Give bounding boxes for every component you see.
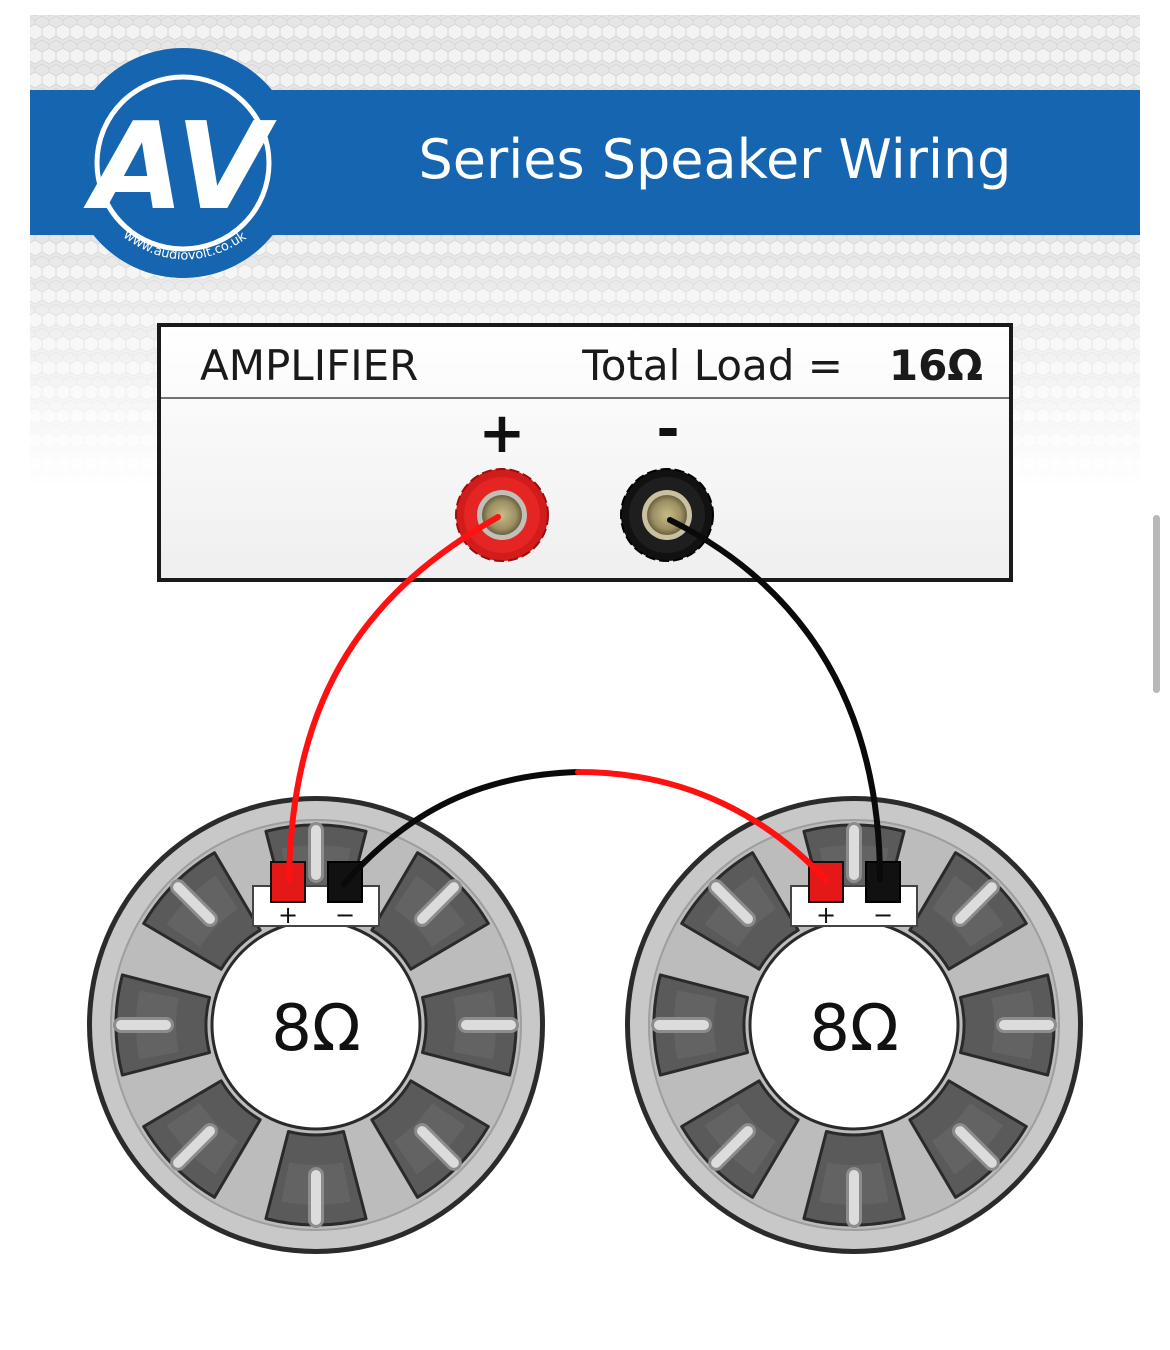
amp-positive-terminal <box>455 468 549 562</box>
speaker-impedance-label: 8Ω <box>809 992 899 1066</box>
speaker-right: 8Ω + − <box>625 796 1083 1254</box>
wire-amp-positive-to-speaker-left <box>286 514 501 883</box>
amp-negative-terminal <box>620 468 714 562</box>
speaker-impedance-label: 8Ω <box>271 992 361 1066</box>
amp-plus-symbol: + <box>479 401 526 466</box>
logo-text: AV <box>83 98 277 237</box>
speaker-minus-label: − <box>873 901 893 929</box>
wire-speaker-left-negative-half <box>341 769 581 887</box>
speaker-plus-label: + <box>816 901 836 929</box>
total-load-label: Total Load = <box>581 341 843 390</box>
scrollbar[interactable] <box>1153 515 1160 693</box>
wire-amp-negative-to-speaker-right <box>667 517 883 883</box>
speaker-minus-label: − <box>335 901 355 929</box>
wiring <box>286 514 883 887</box>
amplifier-panel: AMPLIFIER Total Load = 16Ω + - <box>157 323 1013 582</box>
total-load-value: 16Ω <box>889 341 983 390</box>
speaker-negative-terminal <box>865 861 901 903</box>
page-title: Series Speaker Wiring <box>419 128 1012 191</box>
amp-minus-symbol: - <box>656 397 679 462</box>
audiovolt-logo: AV www.audiovolt.co.uk <box>68 48 298 278</box>
wire-speaker-right-positive-half <box>575 769 829 883</box>
speaker-left: 8Ω + − <box>87 796 545 1254</box>
speaker-plus-label: + <box>278 901 298 929</box>
amplifier-label: AMPLIFIER <box>200 341 418 390</box>
